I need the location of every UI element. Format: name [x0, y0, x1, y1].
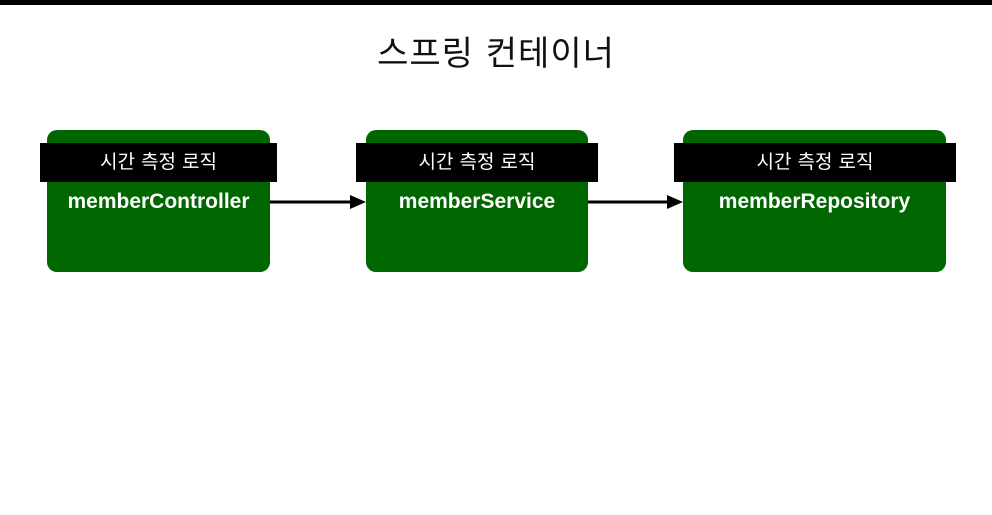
diagram-title: 스프링 컨테이너 — [377, 34, 615, 74]
timing-logic-label: 시간 측정 로직 — [674, 143, 956, 182]
timing-logic-label: 시간 측정 로직 — [40, 143, 277, 182]
component-name: memberService — [398, 190, 556, 213]
member-controller-box: 시간 측정 로직 memberController — [40, 130, 277, 272]
component-name: memberRepository — [718, 190, 911, 213]
member-service-box: 시간 측정 로직 memberService — [356, 130, 598, 272]
arrow-controller-to-service — [270, 195, 366, 209]
top-rule — [0, 0, 992, 5]
timing-logic-label: 시간 측정 로직 — [356, 143, 598, 182]
arrow-service-to-repository — [588, 195, 683, 209]
member-repository-box: 시간 측정 로직 memberRepository — [674, 130, 956, 272]
component-name: memberController — [67, 190, 250, 213]
